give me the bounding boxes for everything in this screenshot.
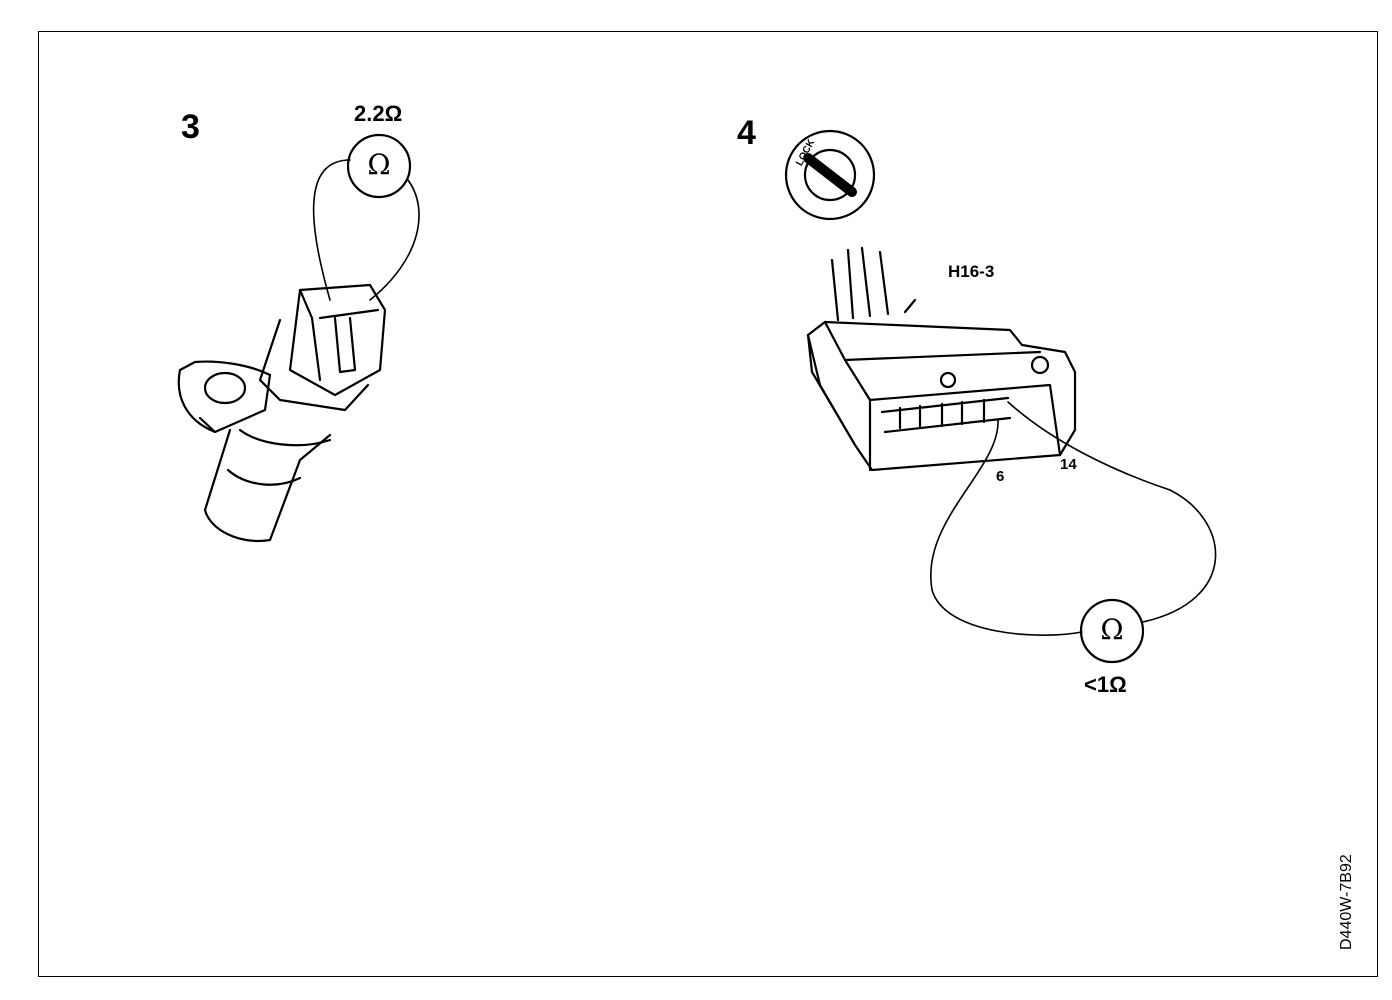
ignition-lock-illustration (784, 129, 876, 221)
step-3-number: 3 (181, 108, 200, 146)
connector-h16-3-illustration (806, 246, 1217, 636)
ohmmeter-3-symbol: Ω (367, 148, 391, 181)
figure-reference-code: D440W-7B92 (1338, 854, 1355, 950)
ohmmeter-3-reading: 2.2Ω (354, 101, 403, 126)
connector-pin-14: 14 (1060, 456, 1077, 473)
ohmmeter-4-reading: <1Ω (1084, 672, 1127, 697)
ohmmeter-4-symbol: Ω (1100, 613, 1124, 646)
diagram-frame (38, 31, 1378, 977)
connector-name: H16-3 (948, 262, 995, 281)
step-4-number: 4 (737, 114, 756, 152)
ohmmeter-3-dial (346, 133, 412, 199)
speed-sensor-illustration (177, 159, 420, 543)
ohmmeter-4-dial (1079, 598, 1145, 664)
connector-pin-6: 6 (996, 468, 1005, 485)
